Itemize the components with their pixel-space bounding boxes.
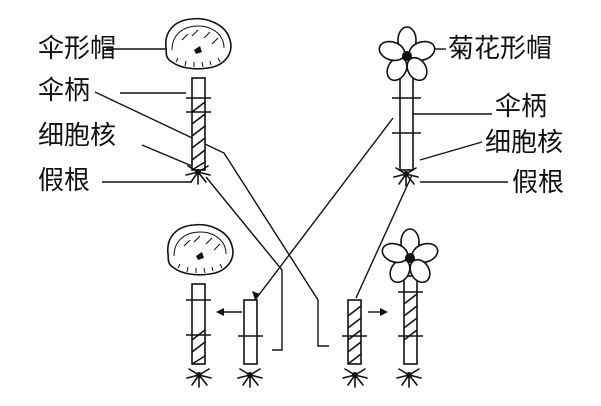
label-right-cap: 菊花形帽 bbox=[448, 36, 552, 62]
line-right-stalk-to-left-product bbox=[255, 118, 393, 300]
bottom-organism-3 bbox=[342, 300, 367, 387]
label-left-nucleus: 细胞核 bbox=[38, 123, 116, 149]
label-right-rhizoid: 假根 bbox=[512, 170, 564, 196]
bottom-organism-1 bbox=[168, 225, 233, 387]
top-left-organism bbox=[102, 19, 231, 184]
line-left-stalk-to-right-product bbox=[95, 92, 329, 346]
bottom-organism-2 bbox=[238, 300, 263, 387]
label-left-stalk: 伞柄 bbox=[38, 78, 90, 104]
bottom-organism-4 bbox=[380, 229, 440, 387]
label-right-stalk: 伞柄 bbox=[495, 94, 547, 120]
label-left-cap: 伞形帽 bbox=[38, 36, 116, 62]
label-right-nucleus: 细胞核 bbox=[485, 130, 563, 156]
label-left-rhizoid: 假根 bbox=[38, 168, 90, 194]
